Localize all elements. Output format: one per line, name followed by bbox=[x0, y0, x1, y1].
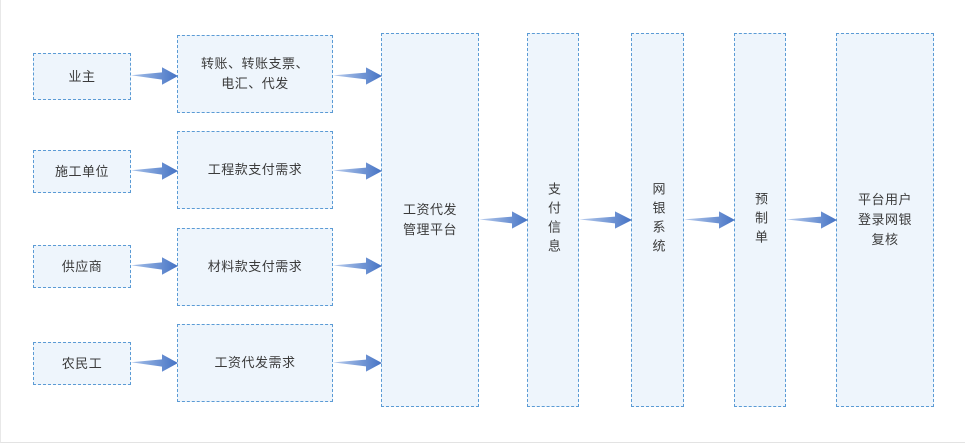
node-material-payment-demand-label: 材料款支付需求 bbox=[207, 259, 303, 274]
arrow-payment-info-to-online-banking bbox=[579, 209, 633, 231]
arrow-project-payment-to-platform bbox=[333, 160, 383, 182]
node-prefab-order[interactable]: 预制单 bbox=[734, 33, 786, 407]
node-construction-unit[interactable]: 施工单位 bbox=[33, 150, 131, 193]
arrow-online-banking-to-prefab-order bbox=[684, 209, 736, 231]
node-material-payment-demand[interactable]: 材料款支付需求 bbox=[177, 228, 333, 306]
node-salary-payment-demand-label: 工资代发需求 bbox=[214, 355, 296, 370]
node-supplier[interactable]: 供应商 bbox=[33, 245, 131, 288]
node-supplier-label: 供应商 bbox=[61, 258, 103, 274]
node-project-payment-demand-label: 工程款支付需求 bbox=[207, 162, 303, 177]
node-payment-info-label: 支付信息 bbox=[546, 182, 561, 258]
node-migrant-worker-label: 农民工 bbox=[61, 355, 103, 371]
arrow-salary-payment-to-platform bbox=[333, 352, 383, 374]
node-platform-user-review-label: 平台用户登录网银复核 bbox=[857, 192, 912, 247]
node-salary-payment-demand[interactable]: 工资代发需求 bbox=[177, 324, 333, 402]
arrow-material-payment-to-platform bbox=[333, 255, 383, 277]
arrow-transfer-methods-to-platform bbox=[333, 65, 383, 87]
arrow-construction-unit-to-project-payment bbox=[131, 160, 179, 182]
node-salary-platform-label: 工资代发管理平台 bbox=[402, 202, 457, 237]
node-owner-label: 业主 bbox=[68, 68, 96, 84]
node-project-payment-demand[interactable]: 工程款支付需求 bbox=[177, 131, 333, 209]
arrow-owner-to-transfer-methods bbox=[131, 65, 179, 87]
arrow-prefab-order-to-user-review bbox=[786, 209, 838, 231]
arrow-platform-to-payment-info bbox=[479, 209, 529, 231]
node-online-banking-system[interactable]: 网银系统 bbox=[631, 33, 684, 407]
node-platform-user-review[interactable]: 平台用户登录网银复核 bbox=[836, 33, 934, 407]
node-salary-platform[interactable]: 工资代发管理平台 bbox=[381, 33, 479, 407]
arrow-supplier-to-material-payment bbox=[131, 255, 179, 277]
node-prefab-order-label: 预制单 bbox=[753, 191, 768, 249]
node-transfer-methods-label: 转账、转账支票、电汇、代发 bbox=[200, 56, 309, 91]
node-construction-unit-label: 施工单位 bbox=[54, 163, 109, 179]
node-owner[interactable]: 业主 bbox=[33, 53, 131, 100]
node-migrant-worker[interactable]: 农民工 bbox=[33, 342, 131, 385]
node-online-banking-system-label: 网银系统 bbox=[650, 182, 666, 258]
node-payment-info[interactable]: 支付信息 bbox=[527, 33, 579, 407]
node-transfer-methods[interactable]: 转账、转账支票、电汇、代发 bbox=[177, 35, 333, 113]
arrow-migrant-worker-to-salary-payment bbox=[131, 352, 179, 374]
